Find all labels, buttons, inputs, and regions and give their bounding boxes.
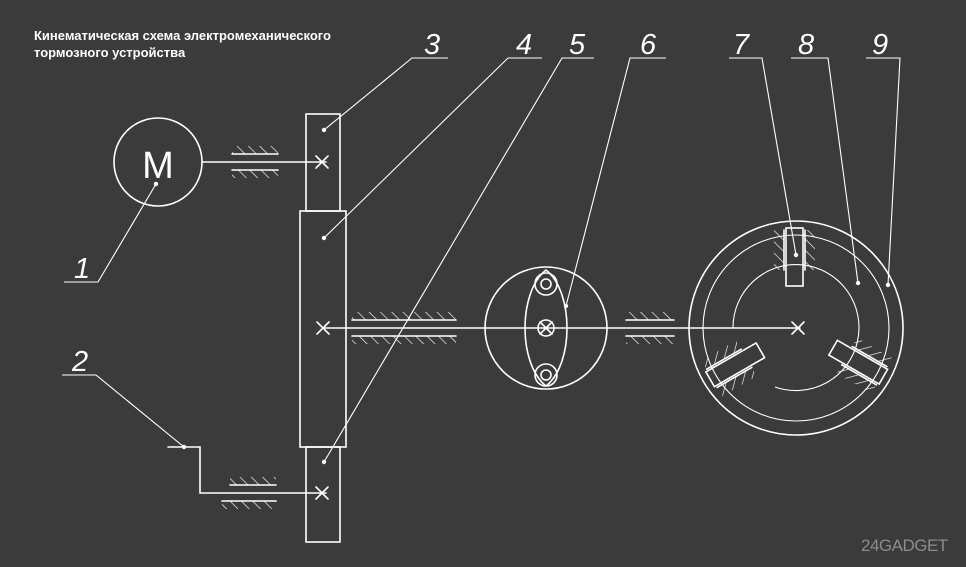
callout-1: 1 bbox=[74, 253, 90, 285]
title-line-1: Кинематическая схема электромеханическог… bbox=[34, 28, 331, 43]
brake-shoe-top bbox=[774, 227, 815, 287]
callout-6: 6 bbox=[640, 29, 657, 61]
gear-train bbox=[299, 113, 347, 543]
callout-8: 8 bbox=[798, 29, 814, 61]
lower-shaft bbox=[167, 446, 329, 509]
watermark: 24GADGET bbox=[861, 536, 948, 555]
title-line-2: тормозного устройства bbox=[34, 45, 186, 60]
diagram-title: Кинематическая схема электромеханическог… bbox=[34, 27, 434, 61]
callout-3: 3 bbox=[424, 29, 440, 61]
drum-lining bbox=[702, 234, 890, 422]
callout-7: 7 bbox=[733, 29, 751, 61]
main-shaft bbox=[316, 312, 805, 344]
callout-2: 2 bbox=[71, 346, 88, 378]
cam-housing bbox=[484, 266, 608, 390]
motor-shaft bbox=[201, 146, 329, 178]
motor: M bbox=[113, 117, 203, 207]
return-spring bbox=[732, 264, 860, 392]
callout-9: 9 bbox=[872, 29, 888, 61]
brake-drum bbox=[688, 220, 904, 436]
brake-assembly bbox=[688, 220, 904, 436]
output-gear bbox=[305, 446, 341, 543]
brake-shoe-right bbox=[827, 337, 892, 394]
callout-5: 5 bbox=[569, 29, 586, 61]
brake-shoe-left bbox=[701, 340, 766, 397]
callout-4: 4 bbox=[516, 29, 532, 61]
leader-lines bbox=[62, 57, 901, 465]
callout-labels: 1 2 3 4 5 6 7 8 9 bbox=[71, 29, 888, 378]
cam-mechanism bbox=[484, 266, 608, 390]
motor-letter: M bbox=[142, 145, 174, 187]
